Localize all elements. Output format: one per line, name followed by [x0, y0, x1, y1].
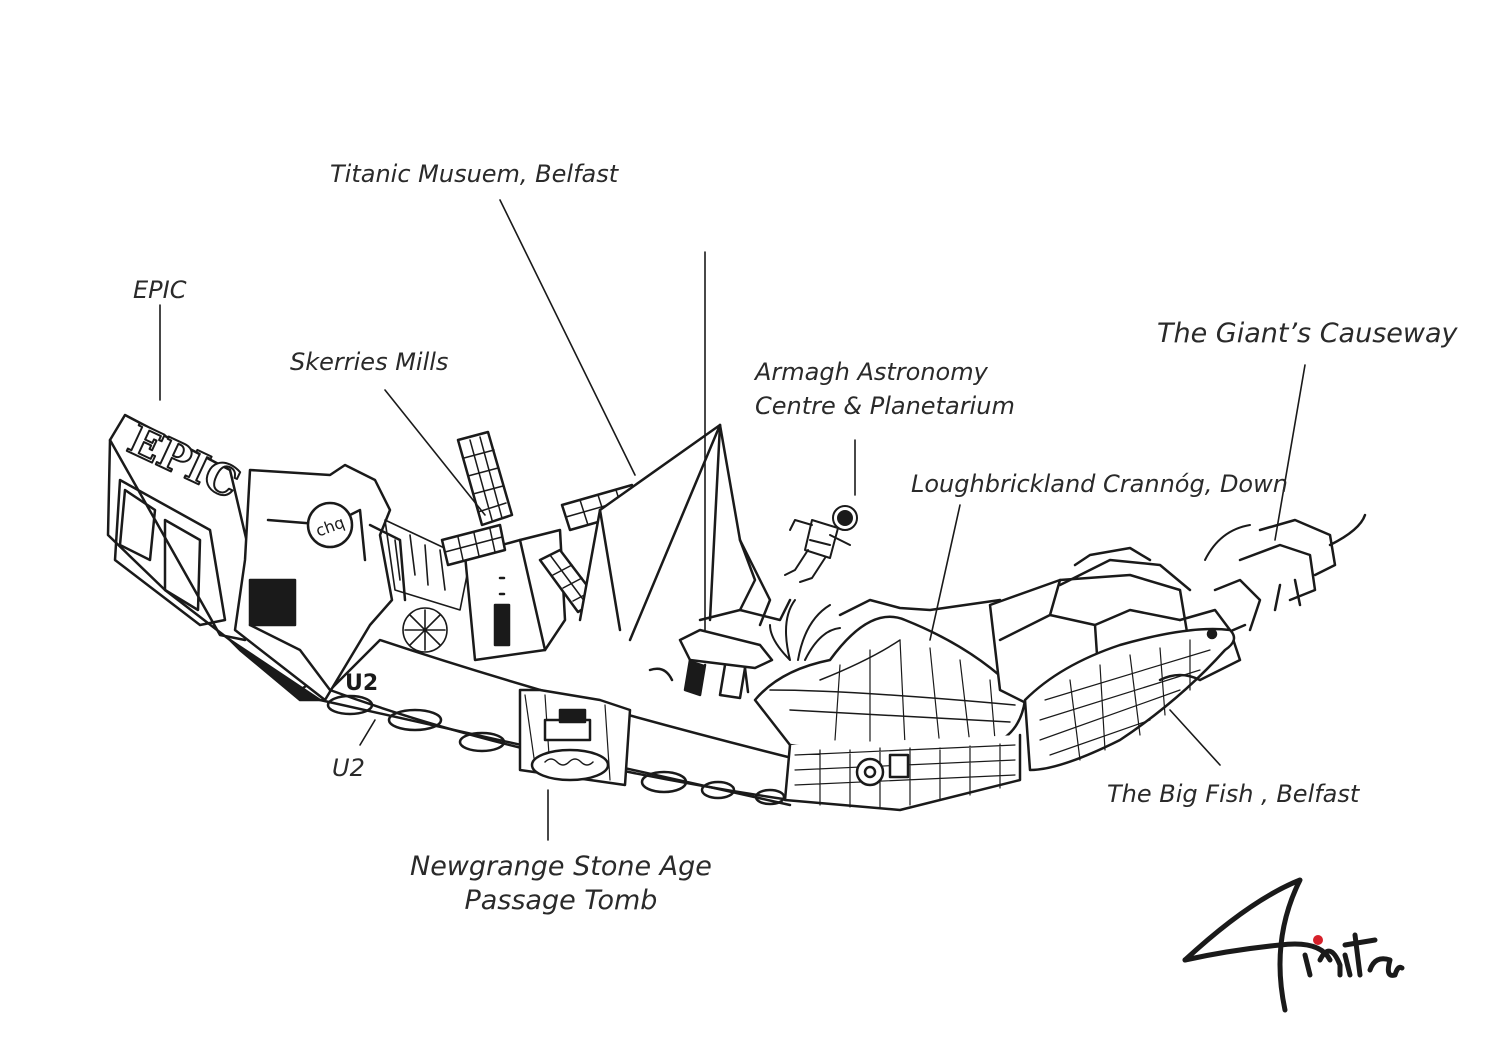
stepping-stone	[640, 770, 688, 794]
leader-line-skerries	[384, 389, 486, 516]
leader-line-titanic	[499, 199, 636, 476]
label-armagh-line1: Armagh Astronomy	[755, 358, 988, 386]
label-giants-causeway: The Giant’s Causeway	[1157, 318, 1458, 349]
titanic-museum	[578, 423, 792, 642]
label-titanic: Titanic Musuem, Belfast	[330, 160, 619, 188]
stepping-stone	[754, 788, 786, 806]
label-epic: EPIC	[133, 276, 187, 304]
label-skerries: Skerries Mills	[290, 348, 449, 376]
leader-line-loughbrickland	[929, 504, 961, 641]
label-newgrange: Newgrange Stone Age Passage Tomb	[410, 850, 712, 918]
stepping-stone	[458, 731, 506, 753]
stepping-stone	[387, 708, 443, 732]
u2-sign-text: U2	[345, 671, 378, 696]
leader-lines	[159, 199, 1306, 841]
label-big-fish: The Big Fish , Belfast	[1107, 780, 1360, 808]
plant	[769, 599, 841, 661]
label-armagh-line2: Centre & Planetarium	[755, 392, 1015, 420]
label-loughbrickland: Loughbrickland Crannóg, Down	[911, 470, 1288, 498]
chq-building	[233, 463, 407, 702]
leader-line-bigfish	[1169, 709, 1221, 766]
stepping-stone	[326, 694, 374, 716]
newgrange-tomb	[518, 688, 632, 787]
crannog-hut	[753, 598, 1027, 812]
label-armagh: Armagh Astronomy Centre & Planetarium	[755, 355, 1015, 423]
epic-building	[106, 413, 322, 702]
big-fish	[1023, 627, 1236, 772]
signature-anita	[1182, 877, 1405, 1013]
legananny-dolmen	[648, 628, 774, 700]
stepping-stone	[700, 780, 736, 800]
label-newgrange-line1: Newgrange Stone Age	[410, 851, 712, 882]
leader-line-giants	[1274, 364, 1306, 541]
garden-foliage	[384, 519, 471, 653]
windmill-sail	[440, 523, 507, 567]
leader-line-u2	[359, 719, 376, 746]
label-newgrange-line2: Passage Tomb	[464, 885, 658, 916]
windmill-sail	[456, 430, 514, 527]
signature-red-dot	[1313, 935, 1323, 945]
astronaut	[784, 505, 858, 583]
label-u2: U2	[332, 754, 365, 782]
